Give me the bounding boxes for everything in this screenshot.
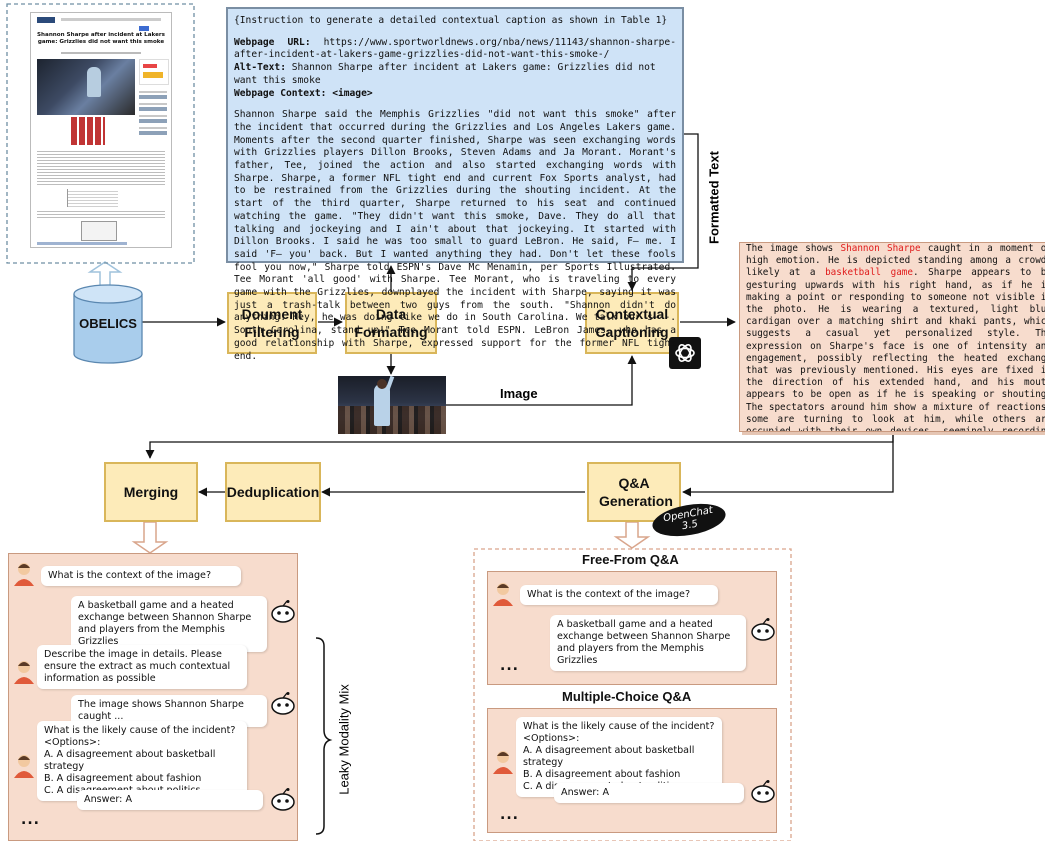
- webpage-badge: [139, 26, 149, 31]
- caption-text: The image shows: [746, 243, 841, 254]
- caption-highlight: Shannon Sharpe: [840, 243, 921, 254]
- merged-q1: What is the context of the image?: [41, 566, 241, 586]
- webpage-text-block: [37, 149, 165, 185]
- arrow-text-captioning: [627, 133, 699, 291]
- mcq-answer: Answer: A: [554, 783, 744, 803]
- leaky-modality-label: Leaky Modality Mix: [336, 684, 352, 795]
- url-line: Webpage URL: https://www.sportworldnews.…: [234, 36, 676, 61]
- image-edge-label: Image: [500, 386, 538, 401]
- arrow-qa-panel: [613, 521, 651, 549]
- free-form-more: ...: [500, 658, 519, 674]
- obelics-label: OBELICS: [79, 316, 137, 331]
- webpage-logo: [37, 17, 55, 23]
- bot-avatar-icon: [751, 618, 775, 641]
- webpage-nav: [61, 18, 161, 21]
- mcq-more: ...: [500, 807, 519, 823]
- webpage-photo-person: [87, 67, 101, 97]
- caption-text: caught in a moment of high emotion. He i…: [746, 243, 1045, 279]
- arrow-caption-merging: [145, 433, 894, 459]
- merging-label: Merging: [123, 484, 179, 500]
- caption-highlight: basketball game: [825, 267, 913, 279]
- merged-a1: A basketball game and a heated exchange …: [71, 596, 267, 652]
- user-avatar-icon: [14, 661, 34, 684]
- bot-avatar-icon: [751, 780, 775, 803]
- webpage-embed: [67, 189, 118, 207]
- qa-generation-label: Q&A Generation: [599, 475, 673, 509]
- arrow-caption-qa: [682, 433, 894, 497]
- free-form-question: What is the context of the image?: [520, 585, 718, 605]
- free-form-answer: A basketball game and a heated exchange …: [550, 615, 746, 671]
- data-formatting-label: Data Formatting: [354, 306, 428, 340]
- webpage-frame: [6, 3, 195, 264]
- bot-avatar-icon: [271, 600, 295, 623]
- free-form-panel: What is the context of the image? A bask…: [487, 571, 777, 685]
- webpage-sidebar-list: [139, 87, 167, 137]
- mcq-panel: What is the likely cause of the incident…: [487, 708, 777, 833]
- user-avatar-icon: [14, 563, 34, 586]
- basketball-photo: [338, 376, 446, 434]
- webpage-promo: [81, 221, 117, 241]
- webpage-headline: Shannon Sharpe after incident at Lakers …: [37, 32, 165, 45]
- mcq-title: Multiple-Choice Q&A: [562, 689, 692, 704]
- webpage-photo: [37, 59, 135, 115]
- webpage-text-block-2: [37, 209, 165, 219]
- caption-text: . Sharpe appears to be gesturing upwards…: [746, 267, 1045, 432]
- data-formatting-step: Data Formatting: [345, 292, 437, 354]
- qa-frame: [473, 548, 792, 841]
- contextual-captioning-step: Contextual Captioning: [585, 292, 679, 354]
- leaky-brace: [315, 637, 333, 835]
- alt-line: Alt-Text: Shannon Sharpe after incident …: [234, 62, 656, 86]
- caption-paragraph-1: The image shows Shannon Sharpe caught in…: [746, 243, 1045, 432]
- formatted-text-label: Formatted Text: [706, 151, 722, 244]
- context-body: Shannon Sharpe said the Memphis Grizzlie…: [234, 109, 676, 362]
- webpage-context-box: {Instruction to generate a detailed cont…: [226, 7, 684, 362]
- merged-q2: Describe the image in details. Please en…: [37, 645, 247, 689]
- merged-a3: Answer: A: [77, 790, 263, 810]
- document-filtering-label: Doument Filtering: [241, 306, 303, 340]
- contextual-captioning-label: Contextual Captioning: [595, 306, 669, 340]
- webpage-footer: [37, 242, 127, 245]
- free-form-title: Free-From Q&A: [582, 552, 679, 567]
- arrow-image-captioning: [446, 355, 637, 406]
- deduplication-step: Deduplication: [225, 462, 321, 522]
- webpage-ad: [139, 59, 169, 85]
- user-avatar-icon: [14, 755, 34, 778]
- arrow-merging-panel: [131, 521, 169, 554]
- merged-q3: What is the likely cause of the incident…: [37, 721, 247, 801]
- photo-person: [374, 384, 390, 426]
- instruction-text: {Instruction to generate a detailed cont…: [234, 15, 668, 26]
- user-avatar-icon: [493, 583, 513, 606]
- deduplication-label: Deduplication: [226, 484, 320, 500]
- merging-step: Merging: [104, 462, 198, 522]
- bot-avatar-icon: [271, 692, 295, 715]
- openai-logo-icon: [669, 337, 701, 369]
- webpage-ad-grid: [71, 117, 105, 145]
- user-avatar-icon: [493, 751, 513, 774]
- webpage-thumbnail: Shannon Sharpe after incident at Lakers …: [30, 12, 172, 248]
- obelics-database-icon: [73, 284, 143, 364]
- context-label: Webpage Context: <image>: [234, 87, 373, 99]
- document-filtering-step: Doument Filtering: [227, 292, 317, 354]
- webpage-subtitle-line: [61, 52, 141, 54]
- bot-avatar-icon: [271, 788, 295, 811]
- merged-qa-panel: What is the context of the image? A bask…: [8, 553, 298, 841]
- merged-more: ...: [21, 812, 40, 828]
- contextual-caption-box: The image shows Shannon Sharpe caught in…: [739, 242, 1045, 432]
